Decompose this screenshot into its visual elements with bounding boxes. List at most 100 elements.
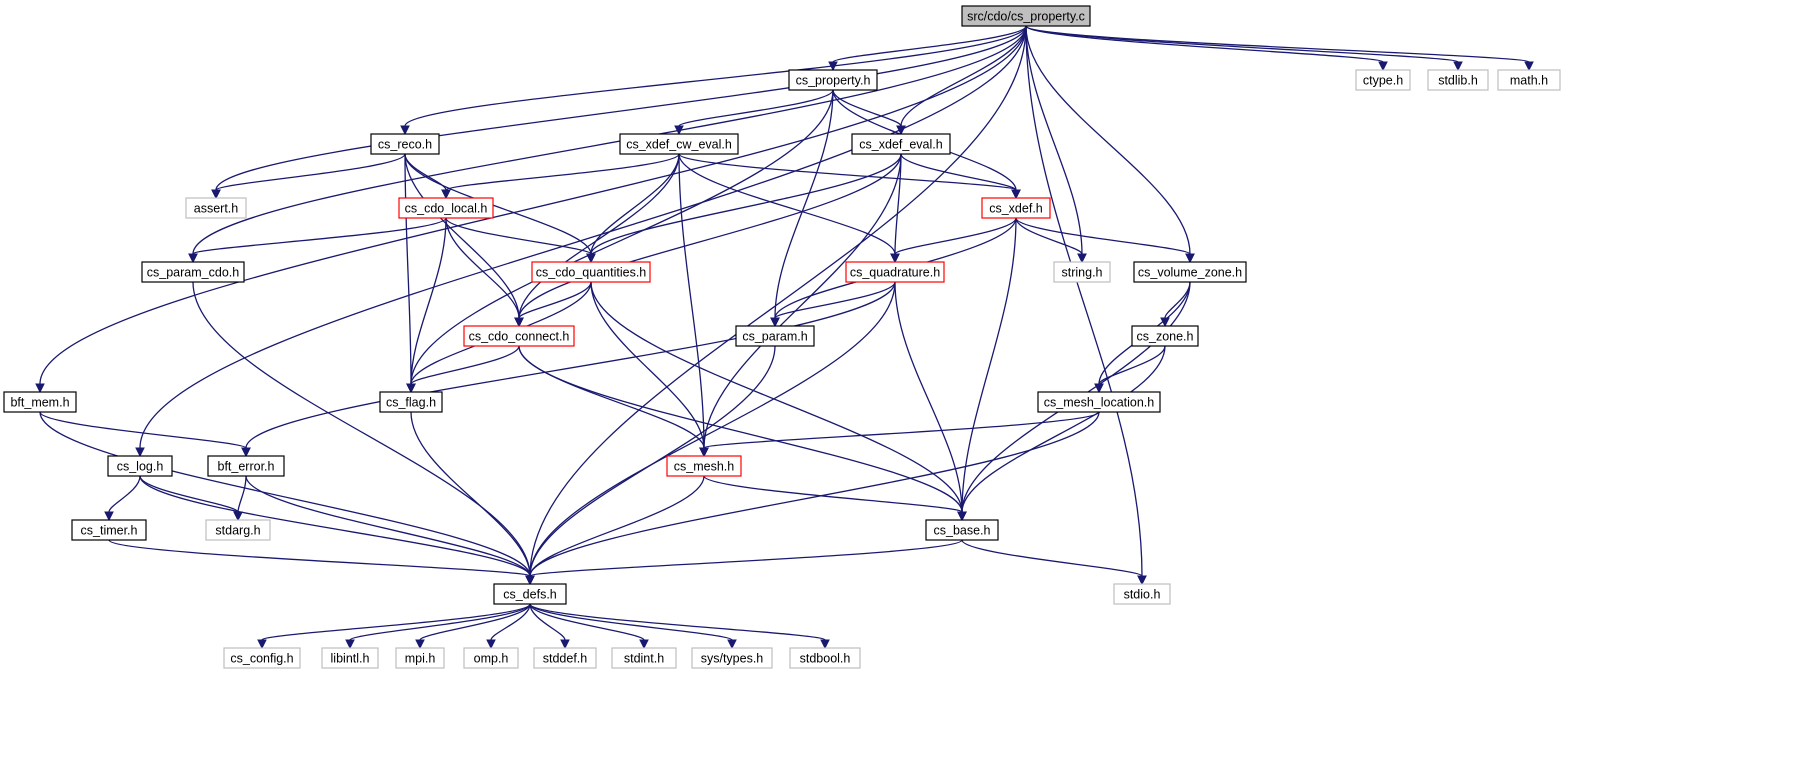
node-mpi-h[interactable]: mpi.h [395, 647, 445, 669]
edge-cs-xdef-h-to-string-h [1015, 217, 1087, 264]
edge-arrowhead [486, 639, 496, 650]
node-cs-xdef-cw-eval-h[interactable]: cs_xdef_cw_eval.h [619, 133, 739, 155]
node-cs-mesh-location-h[interactable]: cs_mesh_location.h [1037, 391, 1161, 413]
edge-arrowhead [104, 511, 114, 522]
edge-cs-mesh-h-to-cs-base-h [703, 475, 967, 522]
edge-line [404, 25, 1027, 127]
node-cs-volume-zone-h[interactable]: cs_volume_zone.h [1133, 261, 1247, 283]
node-box [398, 197, 494, 219]
edge-line [529, 539, 963, 577]
edge-cs-defs-h-to-libintl-h [345, 603, 531, 650]
node-label: assert.h [194, 202, 239, 216]
node-label: cs_reco.h [378, 138, 432, 152]
edge-line [529, 603, 826, 641]
edge-line [139, 475, 239, 513]
edge-line [900, 153, 1017, 191]
edge-root-to-stdio-h [1025, 25, 1147, 586]
edge-line [894, 217, 1017, 255]
edge-arrowhead [135, 447, 145, 458]
node-cs-quadrature-h[interactable]: cs_quadrature.h [845, 261, 945, 283]
node-stdint-h[interactable]: stdint.h [611, 647, 677, 669]
edge-line [529, 603, 645, 641]
node-cs-reco-h[interactable]: cs_reco.h [370, 133, 440, 155]
edge-line [529, 603, 566, 641]
node-cs-config-h[interactable]: cs_config.h [223, 647, 301, 669]
edge-cs-log-h-to-stdarg-h [139, 475, 243, 522]
edge-cs-zone-h-to-cs-base-h [957, 345, 1166, 522]
edge-line [590, 281, 963, 513]
edge-cs-defs-h-to-sys-types-h [529, 603, 737, 650]
node-cs-defs-h[interactable]: cs_defs.h [493, 583, 567, 605]
edge-cs-xdef-h-to-cs-base-h [957, 217, 1017, 522]
node-cs-log-h[interactable]: cs_log.h [107, 455, 173, 477]
node-cs-base-h[interactable]: cs_base.h [925, 519, 999, 541]
edge-line [245, 281, 896, 449]
node-box [788, 69, 878, 91]
node-box [205, 519, 271, 541]
node-cs-param-h[interactable]: cs_param.h [735, 325, 815, 347]
edge-arrowhead [35, 383, 45, 394]
edge-arrowhead [406, 383, 416, 394]
node-omp-h[interactable]: omp.h [463, 647, 519, 669]
edge-cs-defs-h-to-stddef-h [529, 603, 570, 650]
node-box [463, 325, 575, 347]
node-box [1497, 69, 1561, 91]
node-box [531, 261, 651, 283]
node-string-h[interactable]: string.h [1053, 261, 1111, 283]
edge-root-to-ctype-h [1025, 25, 1388, 72]
node-stdio-h[interactable]: stdio.h [1113, 583, 1171, 605]
edge-arrowhead [1378, 61, 1388, 72]
edge-line [349, 603, 531, 641]
node-stdlib-h[interactable]: stdlib.h [1427, 69, 1489, 91]
edge-line [900, 25, 1027, 127]
edge-line [215, 153, 406, 191]
node-box [321, 647, 379, 669]
edge-cs-defs-h-to-stdint-h [529, 603, 649, 650]
edge-line [1025, 25, 1459, 63]
node-cs-xdef-eval-h[interactable]: cs_xdef_eval.h [851, 133, 951, 155]
node-bft-error-h[interactable]: bft_error.h [207, 455, 285, 477]
edge-root-to-stdlib-h [1025, 25, 1463, 72]
edge-line [215, 25, 1027, 191]
node-stddef-h[interactable]: stddef.h [533, 647, 597, 669]
node-label: bft_error.h [218, 460, 275, 474]
node-cs-timer-h[interactable]: cs_timer.h [71, 519, 147, 541]
edge-line [529, 25, 1027, 577]
edge-arrowhead [820, 639, 830, 650]
node-cs-zone-h[interactable]: cs_zone.h [1131, 325, 1199, 347]
node-cs-cdo-connect-h[interactable]: cs_cdo_connect.h [463, 325, 575, 347]
node-stdbool-h[interactable]: stdbool.h [789, 647, 861, 669]
node-cs-cdo-local-h[interactable]: cs_cdo_local.h [398, 197, 494, 219]
edge-cs-quadrature-h-to-cs-param-h [770, 281, 896, 328]
node-assert-h[interactable]: assert.h [185, 197, 247, 219]
edge-line [961, 217, 1017, 513]
edge-arrowhead [1094, 383, 1104, 394]
node-bft-mem-h[interactable]: bft_mem.h [3, 391, 77, 413]
node-sys-types-h[interactable]: sys/types.h [691, 647, 773, 669]
node-cs-cdo-quantities-h[interactable]: cs_cdo_quantities.h [531, 261, 651, 283]
node-label: cs_xdef_cw_eval.h [626, 138, 732, 152]
edge-arrowhead [1137, 575, 1147, 586]
node-label: math.h [1510, 74, 1548, 88]
edge-arrowhead [1185, 253, 1195, 264]
edge-line [529, 475, 705, 577]
node-cs-property-h[interactable]: cs_property.h [788, 69, 878, 91]
edge-line [192, 281, 531, 577]
node-cs-mesh-h[interactable]: cs_mesh.h [666, 455, 742, 477]
node-box [1053, 261, 1111, 283]
node-libintl-h[interactable]: libintl.h [321, 647, 379, 669]
edge-cs-xdef-cw-eval-h-to-cs-cdo-local-h [441, 153, 680, 200]
node-cs-flag-h[interactable]: cs_flag.h [379, 391, 443, 413]
edge-cs-property-h-to-cs-xdef-eval-h [832, 89, 906, 136]
node-math-h[interactable]: math.h [1497, 69, 1561, 91]
node-cs-param-cdo-h[interactable]: cs_param_cdo.h [141, 261, 245, 283]
edge-line [1025, 25, 1143, 577]
edge-line [108, 539, 531, 577]
node-cs-xdef-h[interactable]: cs_xdef.h [981, 197, 1051, 219]
node-root[interactable]: src/cdo/cs_property.c [961, 5, 1091, 27]
node-label: cs_zone.h [1137, 330, 1194, 344]
edge-arrowhead [233, 511, 243, 522]
node-ctype-h[interactable]: ctype.h [1355, 69, 1411, 91]
edge-root-to-math-h [1025, 25, 1534, 72]
node-stdarg-h[interactable]: stdarg.h [205, 519, 271, 541]
